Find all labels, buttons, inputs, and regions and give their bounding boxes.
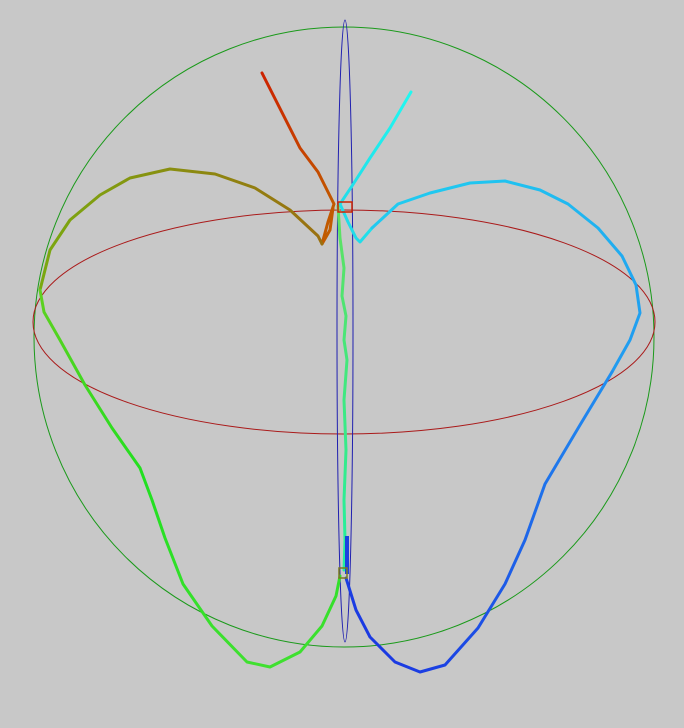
olive-arc[interactable] bbox=[38, 167, 324, 292]
cyan-branch[interactable] bbox=[338, 90, 413, 244]
blue-arc[interactable] bbox=[344, 370, 614, 674]
green-arc[interactable] bbox=[38, 288, 342, 669]
green-vertical-spine[interactable] bbox=[336, 204, 349, 572]
blue-meridian-ring bbox=[336, 19, 354, 643]
orange-red-branch[interactable] bbox=[260, 71, 336, 246]
green-sphere-outline bbox=[33, 26, 655, 648]
bottom-marker bbox=[338, 567, 348, 579]
top-marker bbox=[337, 201, 353, 213]
sky-blue-arc[interactable] bbox=[370, 179, 642, 374]
bottom-marker-blue bbox=[345, 536, 349, 574]
